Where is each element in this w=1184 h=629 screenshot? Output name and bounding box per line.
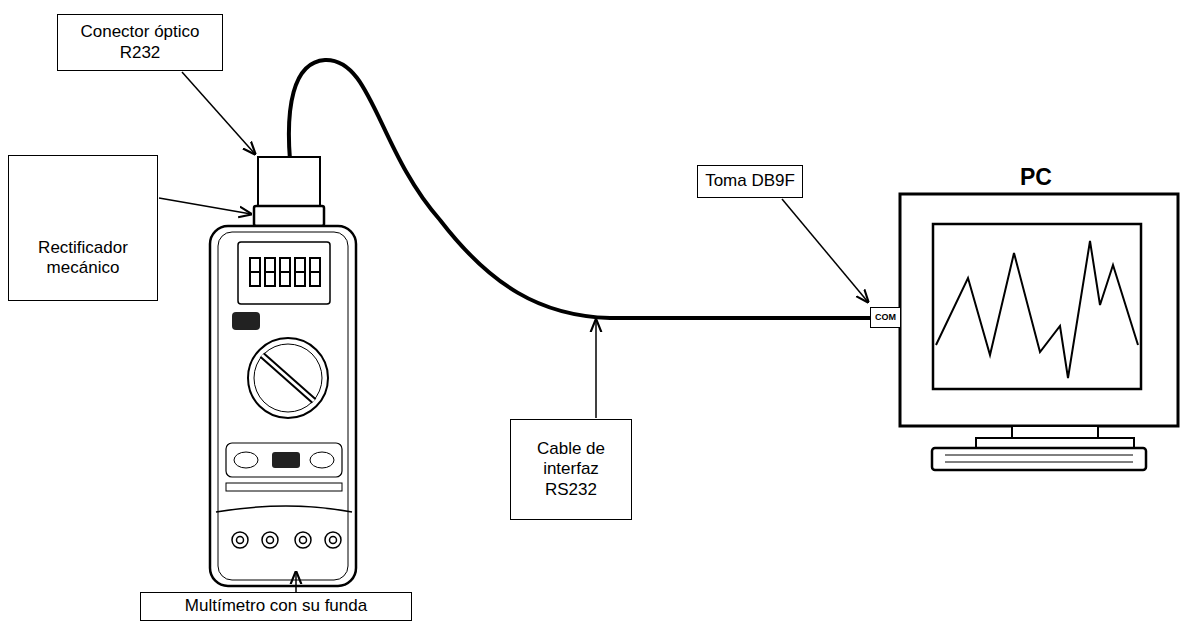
callout-box: Conector óptico R232 (57, 14, 223, 71)
lcd-digit (250, 258, 260, 286)
callout-text: Multímetro con su funda (185, 596, 367, 616)
callout-text: Cable de interfaz RS232 (521, 439, 621, 500)
lcd-digit (280, 258, 290, 286)
pc-label: PC (1020, 164, 1052, 191)
callout-text: Toma DB9F (705, 171, 795, 191)
callout-text: Conector óptico R232 (70, 22, 210, 63)
warning-callout-box: Rectificador mecánico (8, 155, 158, 301)
lcd-digit (265, 258, 275, 286)
callout-box: Toma DB9F (697, 165, 803, 198)
callout-text: COM (875, 312, 896, 323)
lcd-digit (310, 258, 320, 286)
callout-box: Multímetro con su funda (140, 592, 412, 621)
lcd-digit (295, 258, 305, 286)
callout-text: Rectificador mecánico (19, 238, 147, 279)
port-box: COM (870, 307, 901, 328)
callout-box: Cable de interfaz RS232 (510, 419, 632, 520)
